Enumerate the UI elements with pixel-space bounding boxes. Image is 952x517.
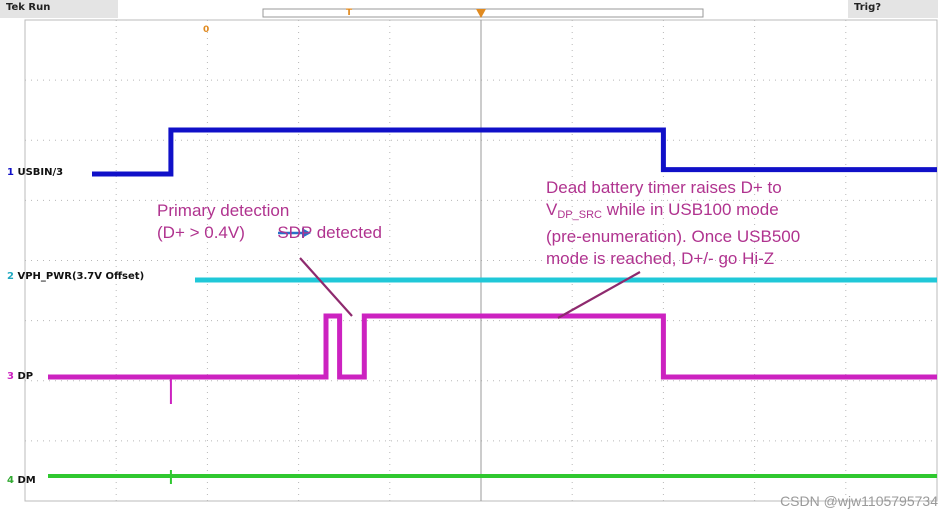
annotation-primary-line2: (D+ > 0.4V) → SDP detected <box>157 222 382 244</box>
ch4-label: 4 DM <box>7 475 36 486</box>
annotation-db-line3: (pre-enumeration). Once USB500 <box>546 227 801 246</box>
annotation-db-v: V <box>546 200 558 219</box>
ch3-name: DP <box>17 371 34 382</box>
top-bar-right <box>848 0 938 18</box>
ch2-name: VPH_PWR(3.7V Offset) <box>17 271 145 282</box>
trace-dp <box>48 313 937 380</box>
ch3-number: 3 <box>7 371 14 382</box>
annotation-primary-detection: Primary detection (D+ > 0.4V) → SDP dete… <box>157 200 382 244</box>
annotation-primary-line1: Primary detection <box>157 201 290 220</box>
trigger-marker: T <box>346 8 353 18</box>
annotation-primary-condition: (D+ > 0.4V) <box>157 223 245 242</box>
ch4-number: 4 <box>7 475 14 486</box>
grid <box>25 20 937 501</box>
ch3-label: 3 DP <box>7 371 33 382</box>
top-bar-left <box>0 0 118 18</box>
annotation-db-line1: Dead battery timer raises D+ to <box>546 178 782 197</box>
pointer-dead-battery <box>557 271 641 319</box>
ch2-label: 2 VPH_PWR(3.7V Offset) <box>7 271 144 282</box>
annotation-db-line4: mode is reached, D+/- go Hi-Z <box>546 249 775 268</box>
ch1-name: USBIN/3 <box>17 167 64 178</box>
pointer-primary-detection <box>299 257 353 317</box>
arrow-head <box>302 228 311 238</box>
watermark: CSDN @wjw1105795734 <box>780 493 938 509</box>
scope-status: Tek Run <box>6 2 51 13</box>
ch2-number: 2 <box>7 271 14 282</box>
annotation-pointers <box>278 228 641 319</box>
ch4-name: DM <box>17 475 36 486</box>
trigger-position-marker <box>476 9 486 18</box>
annotation-dead-battery: Dead battery timer raises D+ to VDP_SRC … <box>546 177 800 270</box>
annotation-db-subscript: DP_SRC <box>557 209 602 221</box>
time-reference-marker: 0 <box>203 25 210 35</box>
ch1-label: 1 USBIN/3 <box>7 167 63 178</box>
trigger-status: Trig? <box>854 2 882 13</box>
trace-usbin-3 <box>92 127 937 177</box>
annotation-db-line2: VDP_SRC while in USB100 mode <box>546 199 800 226</box>
annotation-primary-result: SDP detected <box>277 223 382 242</box>
ch1-number: 1 <box>7 167 14 178</box>
annotation-db-line2-rest: while in USB100 mode <box>601 200 779 219</box>
